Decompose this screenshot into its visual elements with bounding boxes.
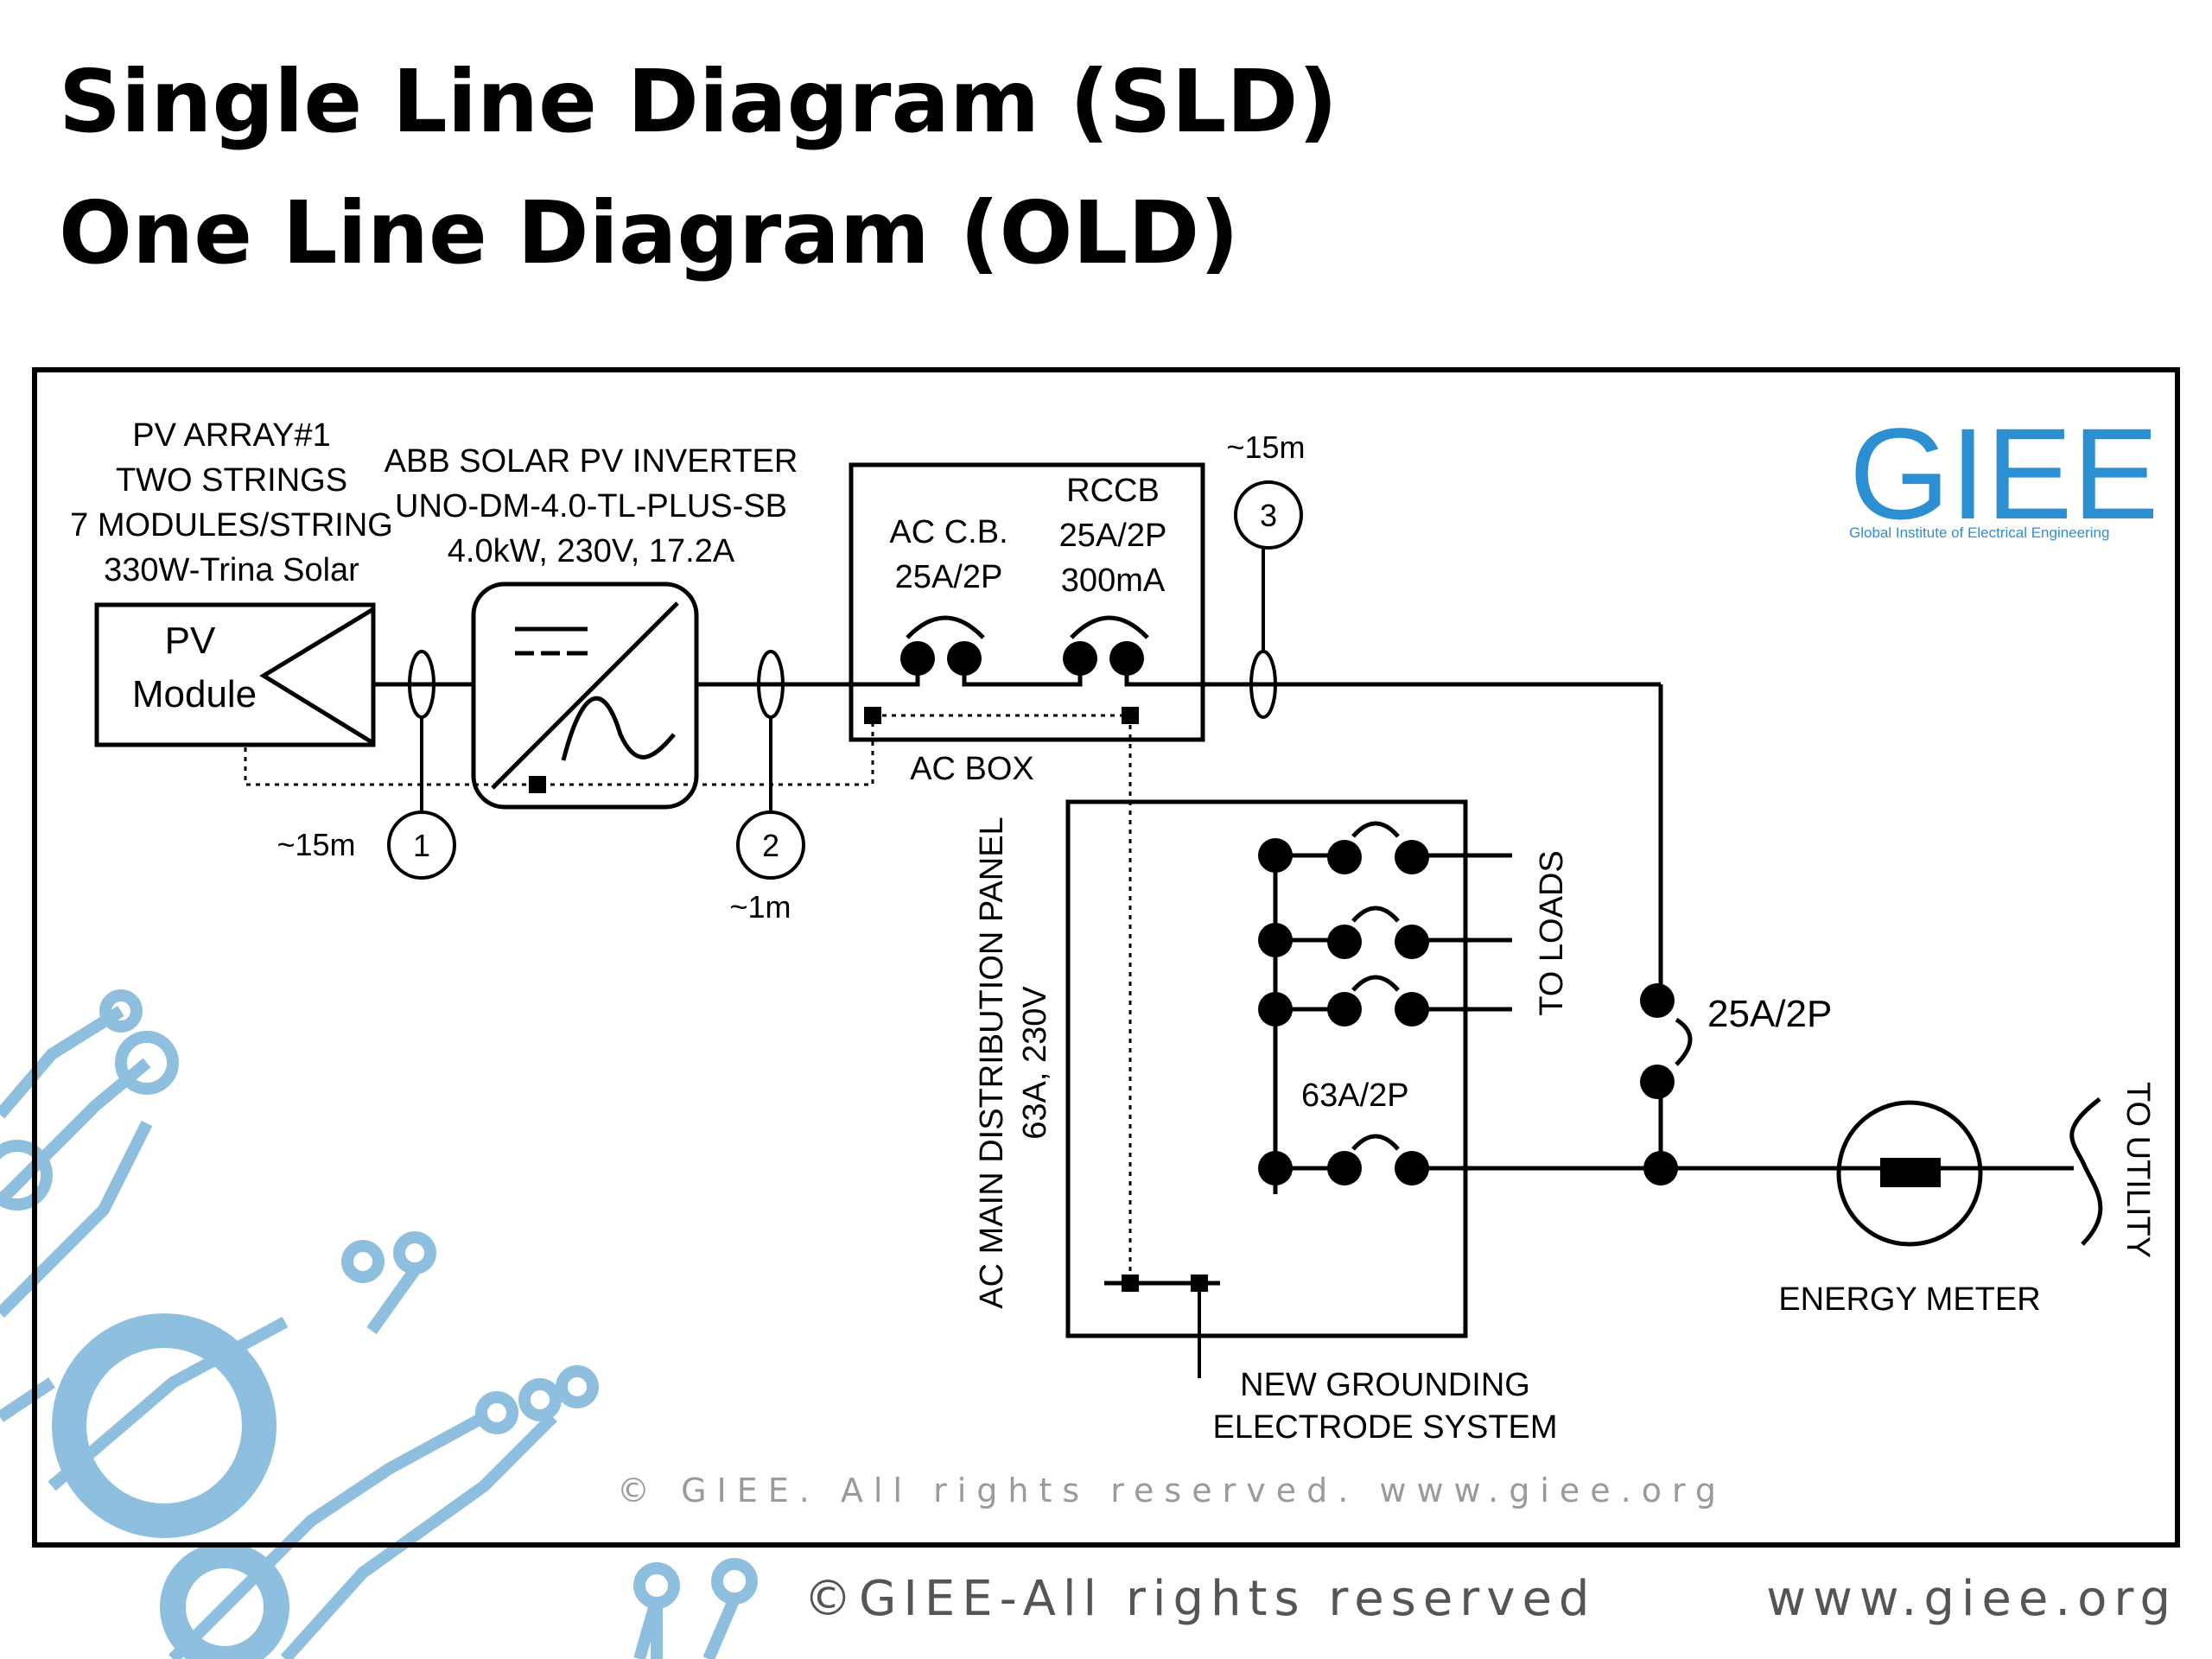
giee-logo-subtitle: Global Institute of Electrical Engineeri… [1849,524,2109,541]
grounding-electrode-symbol [1104,1274,1220,1378]
panel-busbar [1273,842,1512,1194]
to-loads-label: TO LOADS [1534,850,1570,1015]
rccb-sensitivity: 300mA [1061,563,1166,599]
cable-marker-1 [387,650,456,880]
branch-breaker-3 [1258,975,1429,1027]
ground-terminal [529,776,546,793]
cable-length-2: ~1m [729,889,791,925]
ac-box [849,462,1205,742]
panel-rating-label: 63A, 230V [1017,986,1053,1140]
ground-terminal [1122,707,1139,724]
pv-module-label-line2: Module [132,673,257,715]
slide-title-line-2: One Line Diagram (OLD) [59,182,1239,283]
cable-number-1: 1 [413,828,430,863]
diagram-frame [32,367,2180,1548]
grounding-label-line1: NEW GROUNDING [1240,1367,1530,1403]
cable-length-3: ~15m [1226,429,1305,465]
pv-module-label-line1: PV [165,620,216,662]
inverter-model-label: ABB SOLAR PV INVERTER [385,443,798,480]
ac-circuit-breaker-symbol [851,615,1083,687]
ac-breaker-label: AC C.B. [889,514,1007,550]
cable-length-1: ~15m [276,827,355,862]
rccb-label: RCCB [1066,473,1160,509]
utility-break-symbol [2069,1097,2103,1246]
cable-number-3: 3 [1260,498,1277,533]
watermark-text: © GIEE. All rights reserved. www.giee.or… [617,1471,1726,1510]
pv-strings-label: TWO STRINGS [116,462,347,499]
rccb-rating: 25A/2P [1059,518,1167,554]
ac-main-distribution-panel [1065,799,1468,1338]
service-breaker-rating: 25A/2P [1707,993,1832,1035]
footer-copyright: ©GIEE-All rights reserved [804,1571,1597,1627]
inverter-symbol [471,582,699,810]
ac-box-label: AC BOX [910,751,1034,787]
circuit-decoration-graphic [0,989,758,1659]
pv-array-label: PV ARRAY#1 [132,417,331,454]
service-breaker-symbol [1640,983,1693,1185]
giee-logo: GIEE [1849,401,2158,546]
ground-terminal [864,707,881,724]
inverter-rating-label: 4.0kW, 230V, 17.2A [448,533,735,569]
grounding-label-line2: ELECTRODE SYSTEM [1212,1409,1557,1446]
rccb-symbol [1063,615,1203,687]
cable-number-2: 2 [762,828,779,863]
main-breaker-rating: 63A/2P [1301,1077,1409,1114]
main-conductor-line [373,682,2074,1171]
pv-module-symbol: PV Module [94,602,376,747]
energy-meter-label: ENERGY METER [1778,1281,2040,1318]
pv-modules-per-string-label: 7 MODULES/STRING [70,507,393,543]
pv-module-rating-label: 330W-Trina Solar [104,552,359,588]
branch-breaker-2 [1258,906,1429,959]
cable-marker-2 [736,650,805,880]
panel-label: AC MAIN DISTRIBUTION PANEL [974,817,1010,1308]
ac-breaker-rating: 25A/2P [895,559,1003,595]
slide-title-line-1: Single Line Diagram (SLD) [59,51,1338,152]
inverter-part-number-label: UNO-DM-4.0-TL-PLUS-SB [395,488,787,524]
cable-marker-3 [1234,480,1303,719]
energy-meter-symbol [1836,1100,1983,1247]
to-utility-label: TO UTILITY [2120,1082,2156,1258]
branch-breaker-1 [1258,821,1429,874]
footer-website: www.giee.org [1766,1571,2177,1627]
main-breaker-63a [1258,1134,1429,1185]
